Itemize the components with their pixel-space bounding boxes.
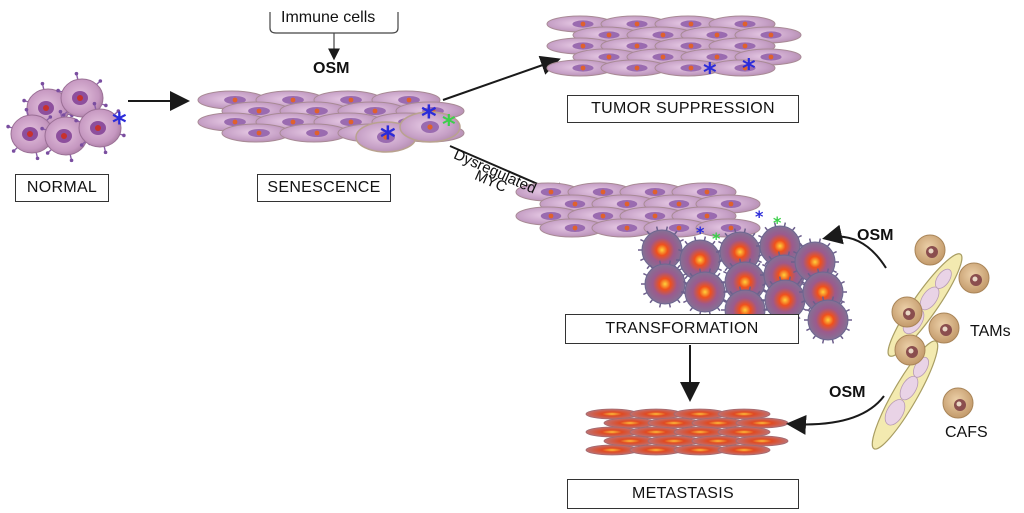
senescent-cell — [600, 59, 668, 77]
normal-cell-cluster — [6, 71, 126, 163]
tams-label: TAMs — [970, 323, 1011, 340]
macrophage-cell — [891, 296, 923, 328]
metastatic-cell-sheet — [585, 408, 789, 456]
normal-cell — [40, 109, 92, 163]
macrophage-cell — [958, 262, 990, 294]
immune-cells-label: Immune cells — [281, 9, 376, 26]
normal-cell — [6, 107, 58, 161]
senescent-cell — [221, 123, 291, 143]
blue-marker-star: * — [703, 58, 717, 88]
osm-top-label: OSM — [313, 60, 350, 77]
arrow-osm-to-transformation — [822, 224, 887, 269]
macrophage-cell — [928, 312, 960, 344]
stage-transformation-box: TRANSFORMATION — [565, 314, 799, 344]
metastatic-cell — [735, 435, 789, 447]
senescent-cell-marked — [399, 111, 461, 143]
arrow-senescence-to-suppression — [442, 55, 561, 101]
blue-marker-star: * — [696, 223, 705, 242]
blue-marker-star: * — [112, 106, 127, 139]
tumor-cell — [681, 268, 729, 316]
transformation-senescent-sheet — [515, 182, 761, 238]
macrophage-cell — [914, 234, 946, 266]
normal-cell — [56, 71, 108, 125]
osm-metastasis-label: OSM — [829, 384, 866, 401]
tumor-cell — [641, 260, 689, 308]
macrophage-cell — [894, 334, 926, 366]
stage-tumor-suppression-box: TUMOR SUPPRESSION — [567, 95, 799, 123]
stage-normal-box: NORMAL — [15, 174, 109, 202]
suppressed-cell-sheet — [546, 15, 802, 77]
arrow-osm-to-metastasis — [786, 395, 885, 435]
senescent-cell — [539, 218, 605, 238]
osm-transformation-label: OSM — [857, 227, 894, 244]
senescent-cell — [708, 59, 776, 77]
senescent-cell — [695, 218, 761, 238]
blue-marker-star: * — [742, 54, 756, 84]
green-marker-star: * — [442, 110, 456, 140]
blue-marker-star: * — [755, 207, 764, 226]
stage-senescence-box: SENESCENCE — [257, 174, 391, 202]
normal-cell — [74, 101, 126, 155]
tumor-cell — [791, 238, 839, 286]
cafs-label: CAFS — [945, 424, 988, 441]
senescent-cell — [546, 59, 614, 77]
tumor-cell — [804, 296, 852, 344]
blue-marker-star: * — [380, 121, 396, 156]
metastatic-cell — [717, 426, 771, 438]
blue-marker-star: * — [421, 100, 437, 135]
senescent-cell — [591, 218, 657, 238]
macrophage-cell — [942, 387, 974, 419]
metastatic-cell — [717, 408, 771, 420]
green-marker-star: * — [773, 213, 782, 232]
fibroblast-cell — [871, 340, 939, 450]
green-marker-star: * — [712, 229, 721, 248]
senescent-cell-sheet — [197, 90, 465, 153]
tumor-microenvironment — [871, 234, 990, 450]
metastatic-cell — [735, 417, 789, 429]
metastatic-cell — [717, 444, 771, 456]
stage-metastasis-box: METASTASIS — [567, 479, 799, 509]
